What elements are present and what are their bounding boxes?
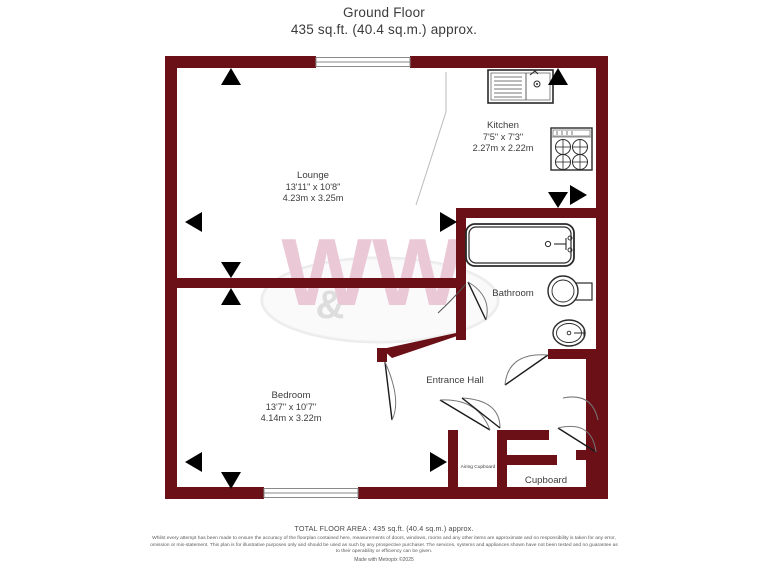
outer-walls — [165, 56, 608, 499]
room-label-bedroom: Bedroom 13'7" x 10'7" 4.14m x 3.22m — [221, 390, 361, 425]
kitchen-dim-metric: 2.27m x 2.22m — [472, 143, 534, 153]
watermark-amp: & — [316, 283, 345, 327]
page-title: Ground Floor — [343, 5, 425, 20]
room-label-bathroom: Bathroom — [463, 288, 563, 300]
arrow-down-divider — [221, 262, 241, 278]
total-floor-area: TOTAL FLOOR AREA : 435 sq.ft. (40.4 sq.m… — [294, 524, 474, 533]
room-label-entrance-hall: Entrance Hall — [400, 375, 510, 387]
cupboard-name: Cupboard — [524, 475, 568, 486]
disclaimer-text: Whilst every attempt has been made to en… — [150, 536, 618, 555]
entrance-hall-name: Entrance Hall — [426, 375, 484, 386]
direction-arrows — [185, 68, 587, 489]
room-label-airing-cupboard: Airing Cupboard — [450, 462, 506, 474]
airing-cupboard-name: Airing Cupboard — [460, 465, 496, 470]
bedroom-name: Bedroom — [271, 390, 311, 401]
arrow-left-lounge — [185, 212, 202, 232]
windows — [263, 56, 411, 499]
bathroom-name: Bathroom — [492, 288, 534, 299]
bathroom-bath — [465, 223, 575, 267]
arrow-up-kitchen-top — [548, 68, 568, 85]
arrow-left-bedroom — [185, 452, 202, 472]
room-label-cupboard: Cupboard — [500, 475, 592, 487]
kitchen-hob — [550, 127, 593, 171]
internal-walls — [165, 208, 596, 499]
window-bottom — [263, 487, 359, 499]
arrow-up-divider — [221, 288, 241, 305]
room-label-kitchen: Kitchen 7'5" x 7'3" 2.27m x 2.22m — [443, 120, 563, 155]
arrow-down-bedroom — [221, 472, 241, 489]
arrow-right-kitchen-side — [570, 185, 587, 205]
bathroom-basin — [552, 319, 586, 347]
watermark-ww: WW — [281, 219, 463, 326]
room-label-lounge: Lounge 13'11" x 10'8" 4.23m x 3.25m — [243, 170, 383, 205]
bathroom-wc — [547, 275, 593, 307]
arrow-right-lounge-kitchen — [440, 212, 457, 232]
page-header: Ground Floor 435 sq.ft. (40.4 sq.m.) app… — [0, 0, 768, 38]
arrow-right-bedroom — [430, 452, 447, 472]
lounge-name: Lounge — [296, 170, 329, 181]
lounge-dim-metric: 4.23m x 3.25m — [282, 193, 344, 203]
window-top — [315, 56, 411, 68]
kitchen-name: Kitchen — [487, 120, 519, 131]
bedroom-dim-imperial: 13'7" x 10'7" — [265, 401, 317, 412]
page-footer: TOTAL FLOOR AREA : 435 sq.ft. (40.4 sq.m… — [0, 524, 768, 564]
page-subtitle: 435 sq.ft. (40.4 sq.m.) approx. — [290, 22, 478, 37]
lounge-dim-imperial: 13'11" x 10'8" — [285, 181, 341, 192]
arrow-down-kitchen — [548, 192, 568, 208]
made-with-text: Made with Metropix ©2025 — [354, 556, 414, 563]
bedroom-dim-metric: 4.14m x 3.22m — [260, 413, 322, 423]
kitchen-sink — [487, 69, 554, 104]
door-swings — [384, 72, 599, 453]
arrow-up-lounge-top — [221, 68, 241, 85]
kitchen-dim-imperial: 7'5" x 7'3" — [482, 131, 524, 142]
